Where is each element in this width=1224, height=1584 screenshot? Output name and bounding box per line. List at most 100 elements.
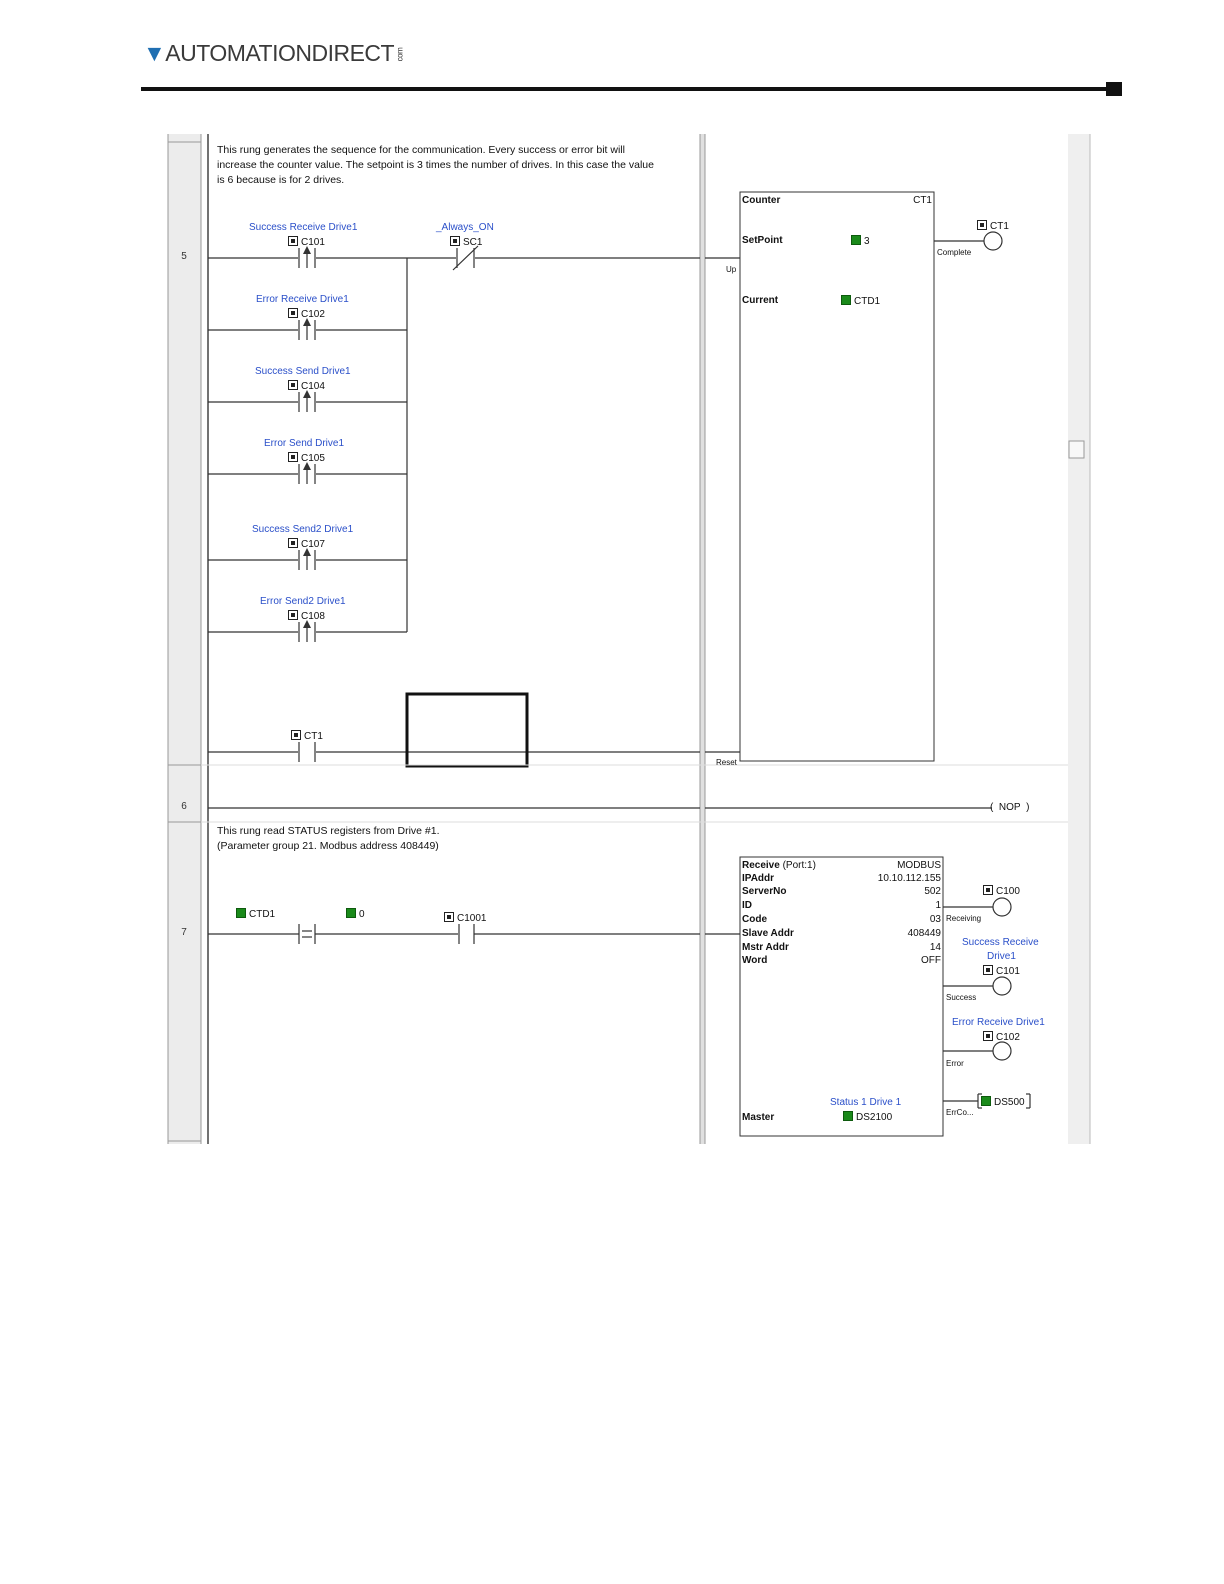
rung-number: 7 [181,927,187,938]
receive-param-label: ID [742,900,752,911]
receive-param-value: 1 [935,900,941,911]
integer-icon [346,908,356,918]
coil-nickname: Success Receive [962,937,1039,948]
setpoint-value[interactable]: 3 [851,235,870,248]
counter-name: CT1 [913,195,932,206]
bit-icon [288,380,298,390]
receive-param-value: 14 [929,942,941,953]
contact-address[interactable]: SC1 [450,236,482,249]
contact-c104-symbol [298,390,316,412]
bit-icon [288,452,298,462]
header-marker [1106,82,1122,96]
receive-param-value: 408449 [907,928,941,939]
integer-icon [981,1096,991,1106]
current-value[interactable]: CTD1 [841,295,880,308]
compare-right-operand[interactable]: 0 [346,908,365,921]
receive-param-label: Word [742,955,768,966]
contact-nickname: Success Send Drive1 [255,366,351,377]
header-rule [141,87,1111,91]
bit-icon [288,236,298,246]
bit-icon [288,308,298,318]
contact-address[interactable]: C101 [288,236,325,249]
rung-number: 6 [181,801,187,812]
bit-icon [977,220,987,230]
rung-5-contacts [298,245,479,762]
current-label: Current [742,295,779,306]
rung-5-wiring [208,240,985,753]
contact-ct1-symbol [298,742,316,762]
counter-title: Counter [742,195,781,206]
comment-line: increase the counter value. The setpoint… [217,159,654,171]
counter-box[interactable] [739,191,935,762]
receive-title: Receive (Port:1) [742,860,816,871]
rung-comment: This rung generates the sequence for the… [217,143,654,188]
coil-address[interactable]: C102 [983,1031,1020,1044]
errcode-address[interactable]: DS500 [981,1096,1025,1109]
vertical-scrollbar[interactable] [1068,134,1090,1144]
logo-text: AUTOMATIONDIRECT [165,40,395,66]
receive-param-label: IPAddr [742,873,775,884]
receiving-output-label: Receiving [946,914,982,923]
bit-icon [288,610,298,620]
contact-c105-symbol [298,462,316,484]
contact-c108-symbol [298,620,316,642]
contact-nickname: Error Receive Drive1 [256,294,349,305]
receive-param-label: ServerNo [742,886,787,897]
contact-nickname: _Always_ON [436,222,494,233]
coil-nickname: Drive1 [987,951,1016,962]
integer-icon [841,295,851,305]
receive-box[interactable] [739,856,944,1137]
contact-c101-symbol [298,246,316,268]
bit-icon [983,885,993,895]
reset-input-label: Reset [716,758,737,767]
highlight-box [405,692,529,768]
complete-output-label: Complete [937,248,972,257]
error-output-label: Error [946,1059,964,1068]
output-separator [700,134,705,1144]
contact-c107-symbol [298,548,316,570]
coil-address[interactable]: C101 [983,965,1020,978]
contact-nickname: Error Send Drive1 [264,438,345,449]
receive-param-value: OFF [921,955,941,966]
receive-param-label: Code [742,914,767,925]
bit-icon [288,538,298,548]
rung-number-column [168,134,201,1144]
integer-icon [236,908,246,918]
integer-icon [851,235,861,245]
coil-address[interactable]: CT1 [977,220,1009,233]
rung-number: 5 [181,251,187,262]
rung-7-wiring [208,906,1031,1109]
errcode-output-label: ErrCo... [946,1108,974,1117]
nop-instruction[interactable]: ( NOP ) [990,802,1030,813]
coil-c101-symbol [992,976,1012,996]
bit-icon [444,912,454,922]
contact-c102-symbol [298,318,316,340]
contact-nickname: Error Send2 Drive1 [260,596,346,607]
setpoint-label: SetPoint [742,235,783,246]
contact-address[interactable]: C105 [288,452,325,465]
comment-line: (Parameter group 21. Modbus address 4084… [217,840,439,852]
bit-icon [983,965,993,975]
coil-address[interactable]: C100 [983,885,1020,898]
contact-address[interactable]: C108 [288,610,325,623]
scrollbar-thumb[interactable] [1068,440,1085,459]
contact-address[interactable]: CT1 [291,730,323,743]
receive-protocol: MODBUS [897,860,941,871]
contact-address[interactable]: C102 [288,308,325,321]
contact-sc1-symbol [452,245,479,271]
bit-icon [291,730,301,740]
logo-v-mark: ▼ [143,40,166,66]
contact-address[interactable]: C107 [288,538,325,551]
comment-line: This rung generates the sequence for the… [217,144,625,156]
contact-address[interactable]: C104 [288,380,325,393]
contact-address[interactable]: C1001 [444,912,486,925]
contact-nickname: Success Send2 Drive1 [252,524,354,535]
coil-c102-symbol [992,1041,1012,1061]
master-address[interactable]: DS2100 [843,1111,892,1124]
receive-param-label: Slave Addr [742,928,794,939]
receive-param-value: 03 [929,914,941,925]
receive-param-value: 502 [924,886,941,897]
coil-nickname: Error Receive Drive1 [952,1017,1045,1028]
compare-left-operand[interactable]: CTD1 [236,908,275,921]
